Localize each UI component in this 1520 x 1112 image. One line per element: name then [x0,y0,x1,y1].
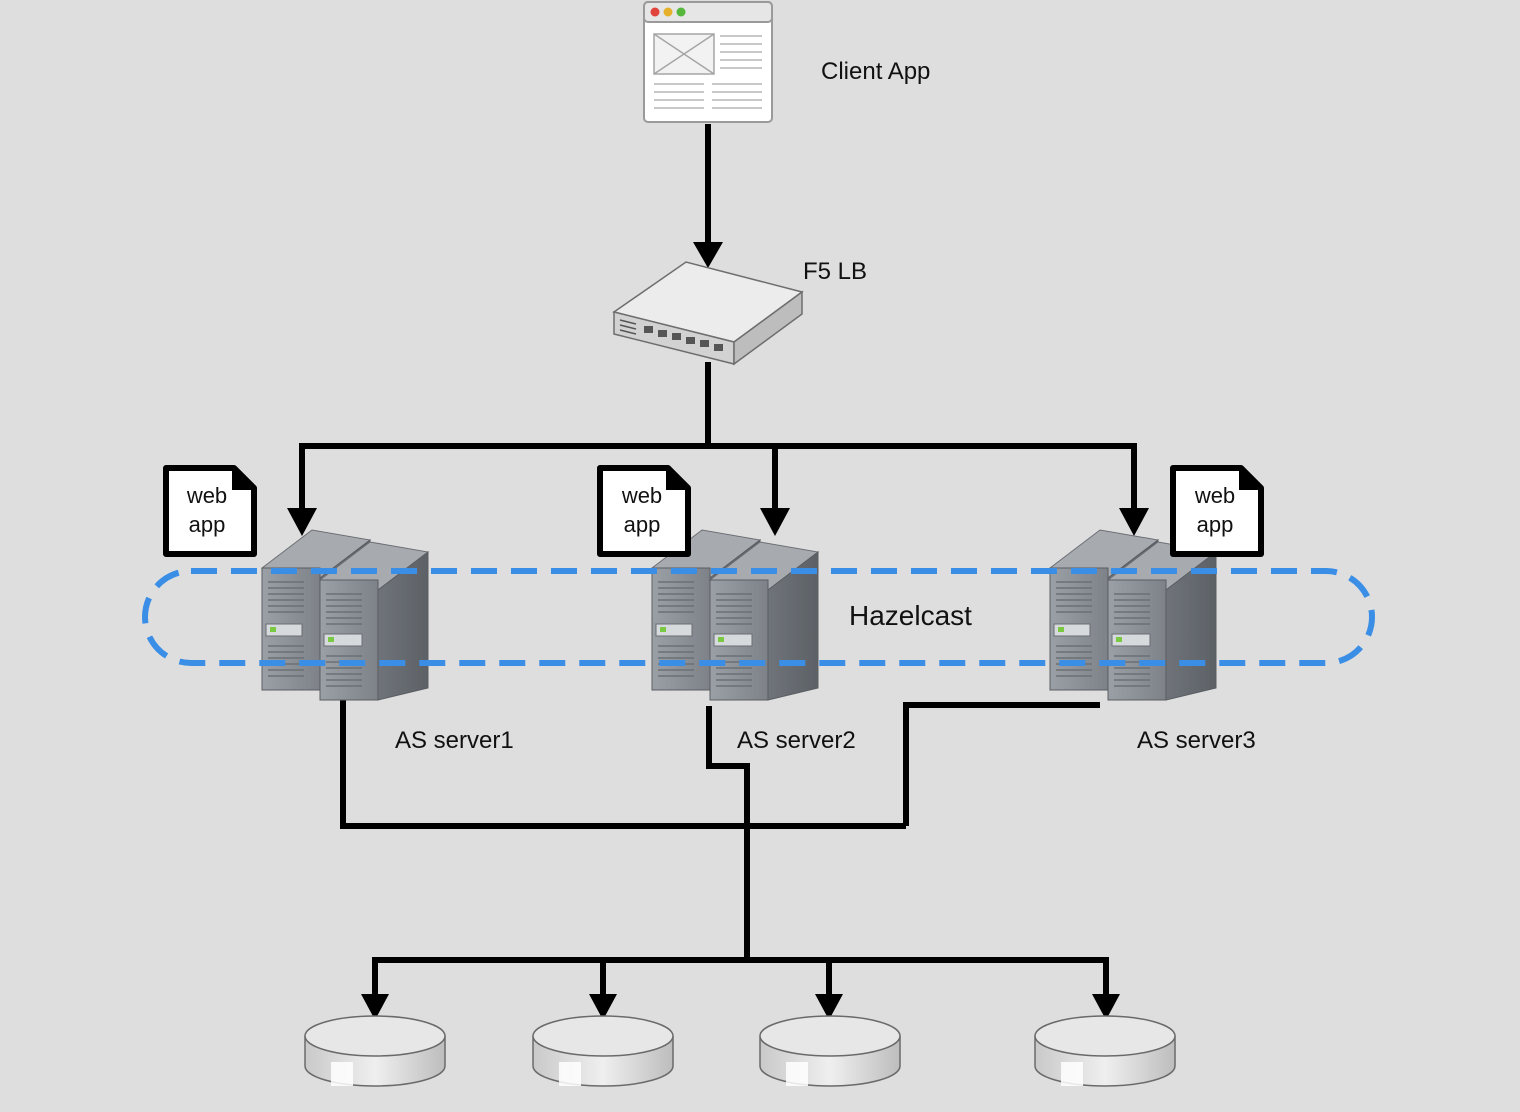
server2-to-storage-line [706,706,750,960]
arrow-to-disk-1 [361,994,389,1020]
storage-disks [304,1015,1176,1087]
server1-to-storage-line [340,698,906,829]
arrow-to-lb [693,242,723,268]
server-node-2: web app AS server2 [600,468,856,754]
arrow-to-server3 [1119,508,1149,536]
server-label: AS server3 [1137,727,1256,754]
client-app-node: Client App [643,1,930,123]
webapp-document-icon: web app [600,468,688,554]
webapp-document-icon: web app [166,468,254,554]
server3-to-storage-line [903,702,1100,826]
disk-drive-icon [532,1015,674,1087]
webapp-label-line2: app [624,512,661,537]
connector-lines [299,124,1137,996]
webapp-document-icon: web app [1173,468,1261,554]
disk-drive-icon [304,1015,446,1087]
disk-drive-icon [1034,1015,1176,1087]
webapp-label-line1: web [621,483,662,508]
cluster-label: Hazelcast [849,600,972,631]
webapp-label-line2: app [189,512,226,537]
arrow-to-disk-4 [1092,994,1120,1020]
webapp-label-line1: web [1194,483,1235,508]
hazelcast-cluster: Hazelcast [142,568,1375,666]
cluster-boundary [142,568,1375,666]
network-switch-icon [612,261,804,366]
load-balancer-node: F5 LB [612,258,867,366]
server-tower-icon [261,529,429,701]
storage-bus [372,957,1109,996]
server-label: AS server1 [395,727,514,754]
arrowheads [287,242,1149,1020]
server-label: AS server2 [737,727,856,754]
browser-window-icon [643,1,773,123]
webapp-label-line1: web [186,483,227,508]
arrow-to-server1 [287,508,317,536]
arrow-to-disk-3 [815,994,843,1020]
arrow-to-disk-2 [589,994,617,1020]
server-node-3: web app AS server3 [1049,468,1261,754]
webapp-label-line2: app [1197,512,1234,537]
load-balancer-label: F5 LB [803,258,867,285]
disk-drive-icon [759,1015,901,1087]
client-app-label: Client App [821,58,930,85]
lb-distribution-bus [299,443,1137,510]
arrow-to-server2 [760,508,790,536]
server-node-1: web app AS server1 [166,468,514,754]
